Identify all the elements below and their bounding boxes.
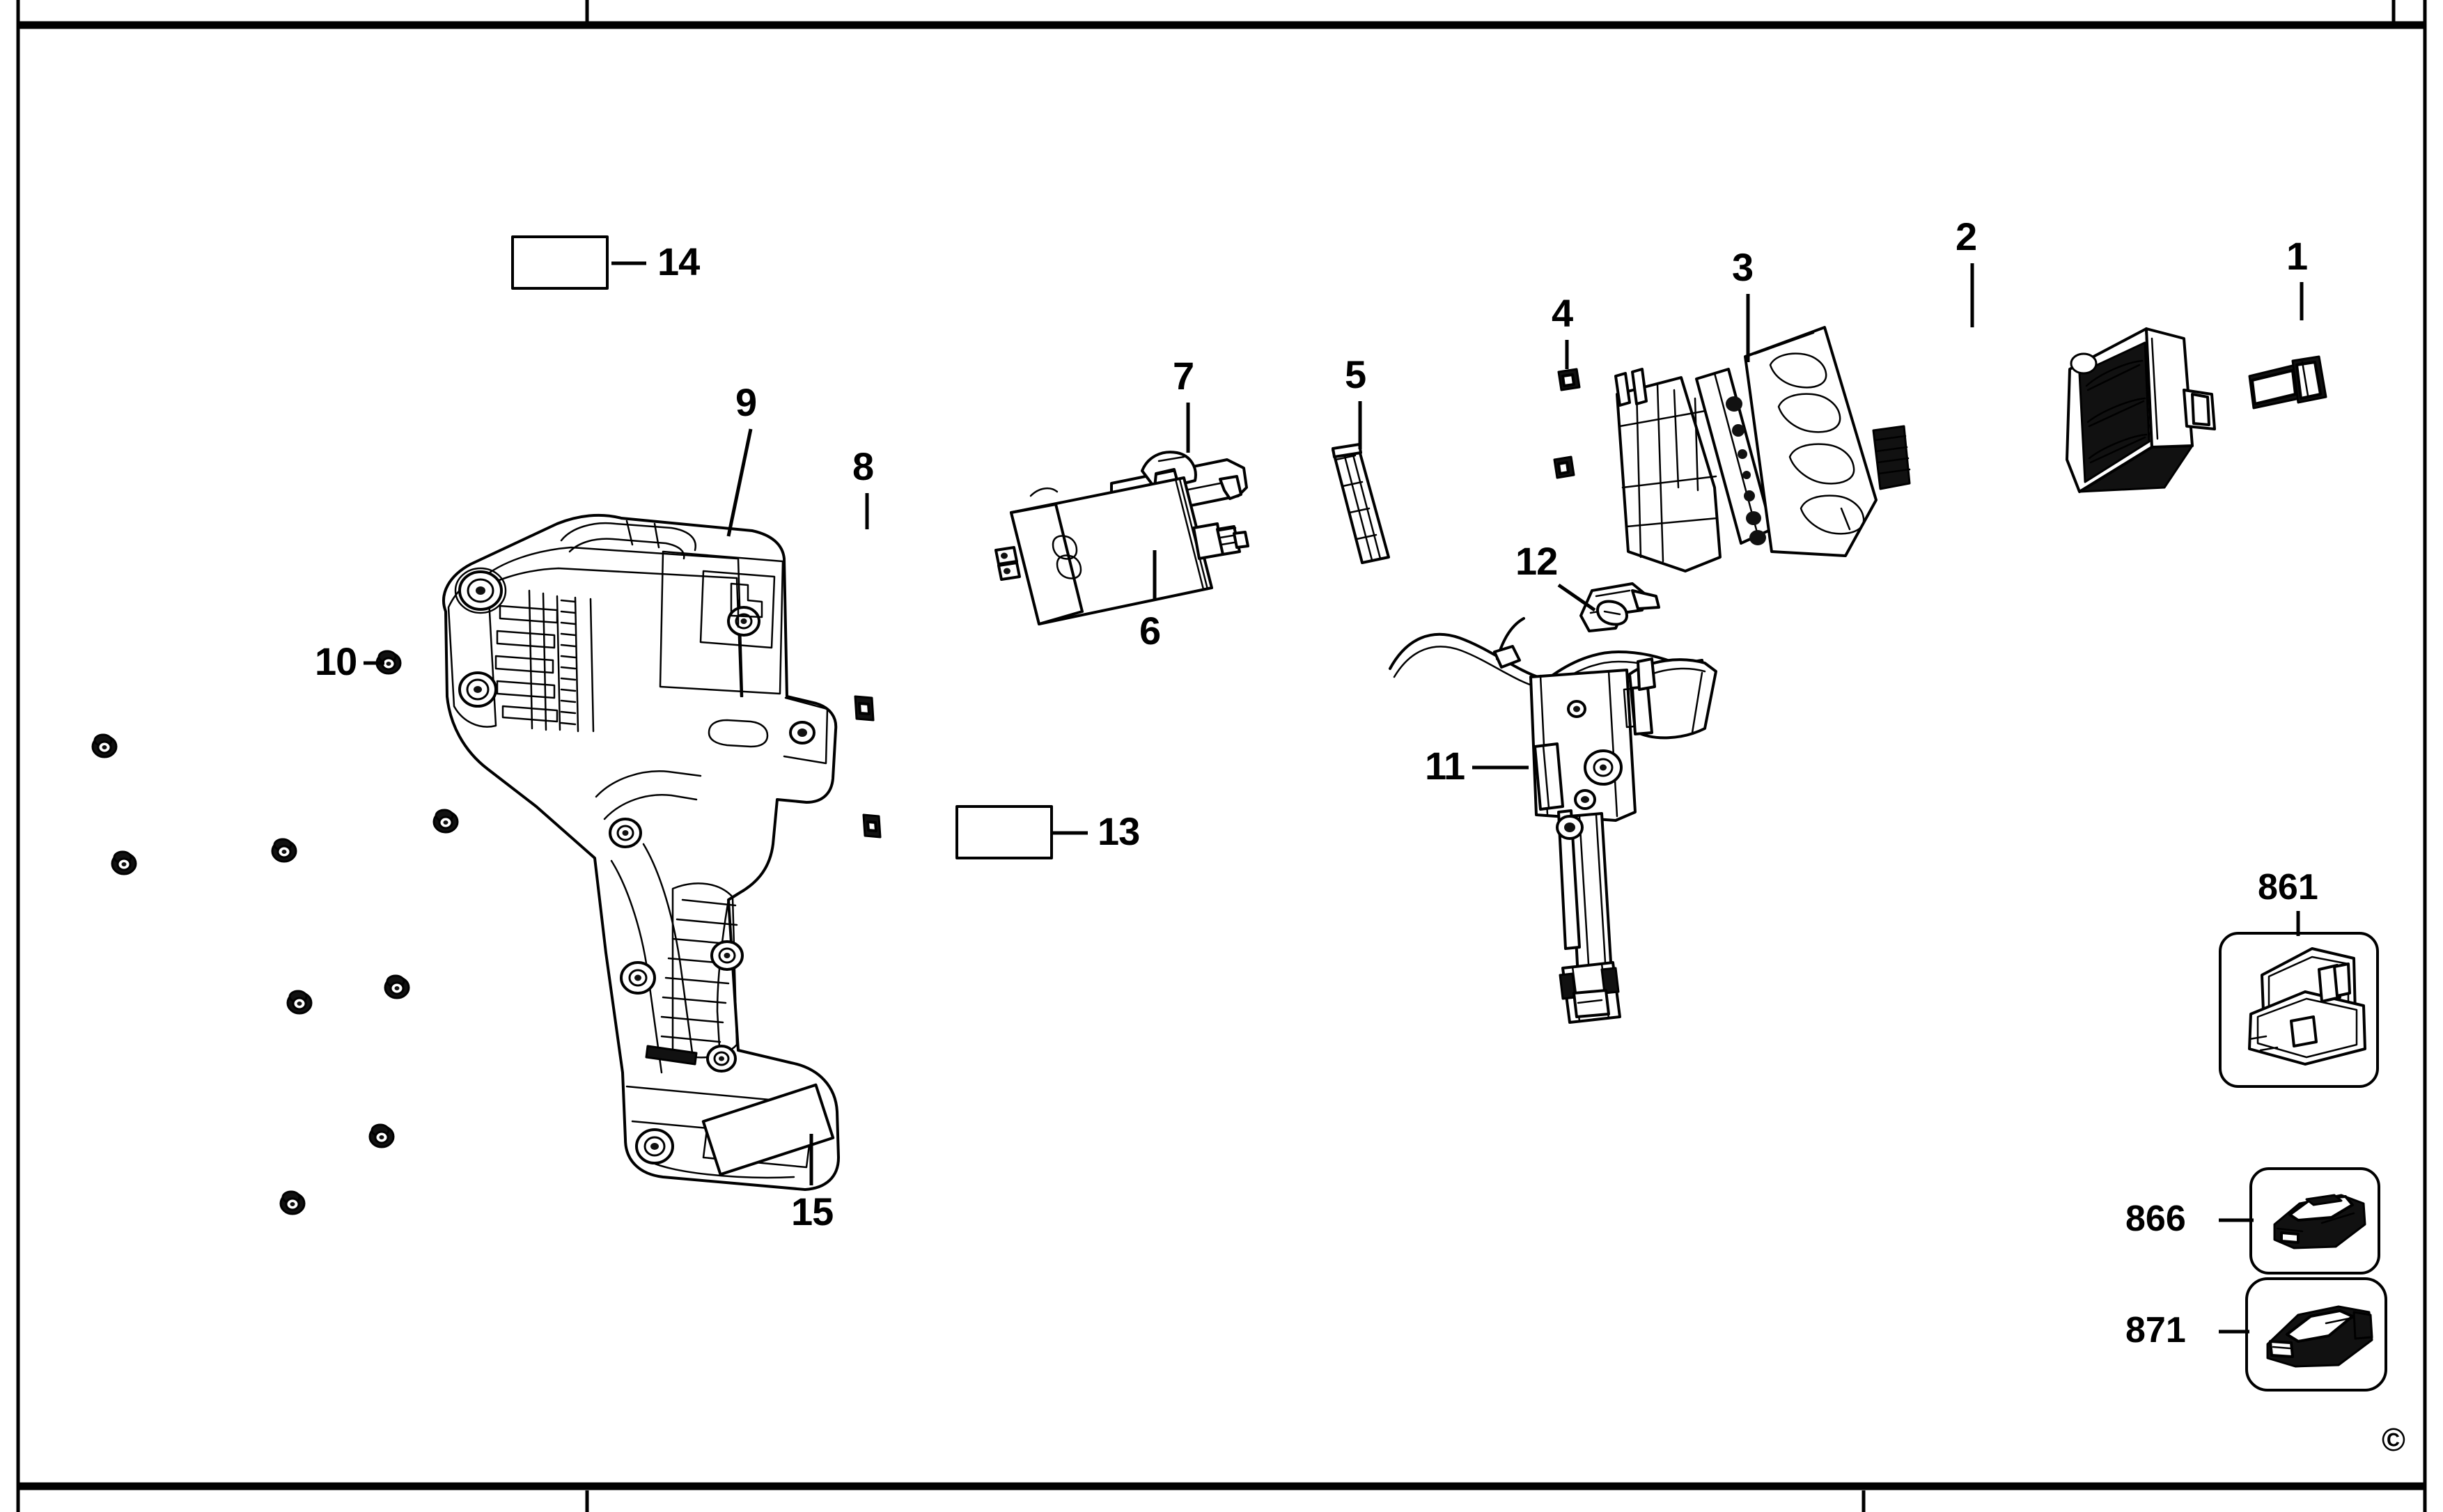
callout-8[interactable]: 8 xyxy=(852,444,874,488)
callout-3[interactable]: 3 xyxy=(1732,245,1754,289)
callout-2[interactable]: 2 xyxy=(1956,215,1977,258)
part-screw-1 xyxy=(2248,355,2327,410)
callout-866[interactable]: 866 xyxy=(2125,1199,2186,1239)
part-brush-contacts xyxy=(854,695,882,839)
label-plates xyxy=(511,235,1053,1176)
callout-12[interactable]: 12 xyxy=(1515,539,1558,583)
callout-14[interactable]: 14 xyxy=(657,240,700,283)
callout-5[interactable]: 5 xyxy=(1345,352,1366,396)
part-gearbox xyxy=(1614,326,1911,572)
callout-4[interactable]: 4 xyxy=(1552,291,1573,335)
callout-15[interactable]: 15 xyxy=(791,1190,834,1233)
accessory-861 xyxy=(2219,932,2379,1088)
part-pins xyxy=(1553,368,1581,479)
part-contact-strip xyxy=(1332,443,1390,564)
accessory-871 xyxy=(2245,1277,2387,1392)
callout-10[interactable]: 10 xyxy=(315,639,357,683)
copyright-symbol: © xyxy=(2382,1421,2405,1458)
page-frame xyxy=(16,0,2427,1512)
accessory-866 xyxy=(2249,1167,2380,1275)
callout-9[interactable]: 9 xyxy=(735,380,757,424)
part-motor xyxy=(994,451,1249,625)
part-housing xyxy=(442,513,840,1191)
leader-lines xyxy=(364,261,2304,1334)
callout-871[interactable]: 871 xyxy=(2125,1310,2186,1350)
callout-7[interactable]: 7 xyxy=(1173,354,1194,398)
part-switch-assembly xyxy=(1389,617,1717,1024)
loose-screws-group xyxy=(91,650,459,1215)
part-reverse-lever xyxy=(1579,582,1660,632)
callout-13[interactable]: 13 xyxy=(1098,809,1140,853)
callout-11[interactable]: 11 xyxy=(1425,744,1465,788)
callout-861[interactable]: 861 xyxy=(2258,867,2318,907)
callout-6[interactable]: 6 xyxy=(1139,609,1161,653)
part-chuck xyxy=(2066,327,2216,493)
callout-1[interactable]: 1 xyxy=(2286,234,2308,278)
